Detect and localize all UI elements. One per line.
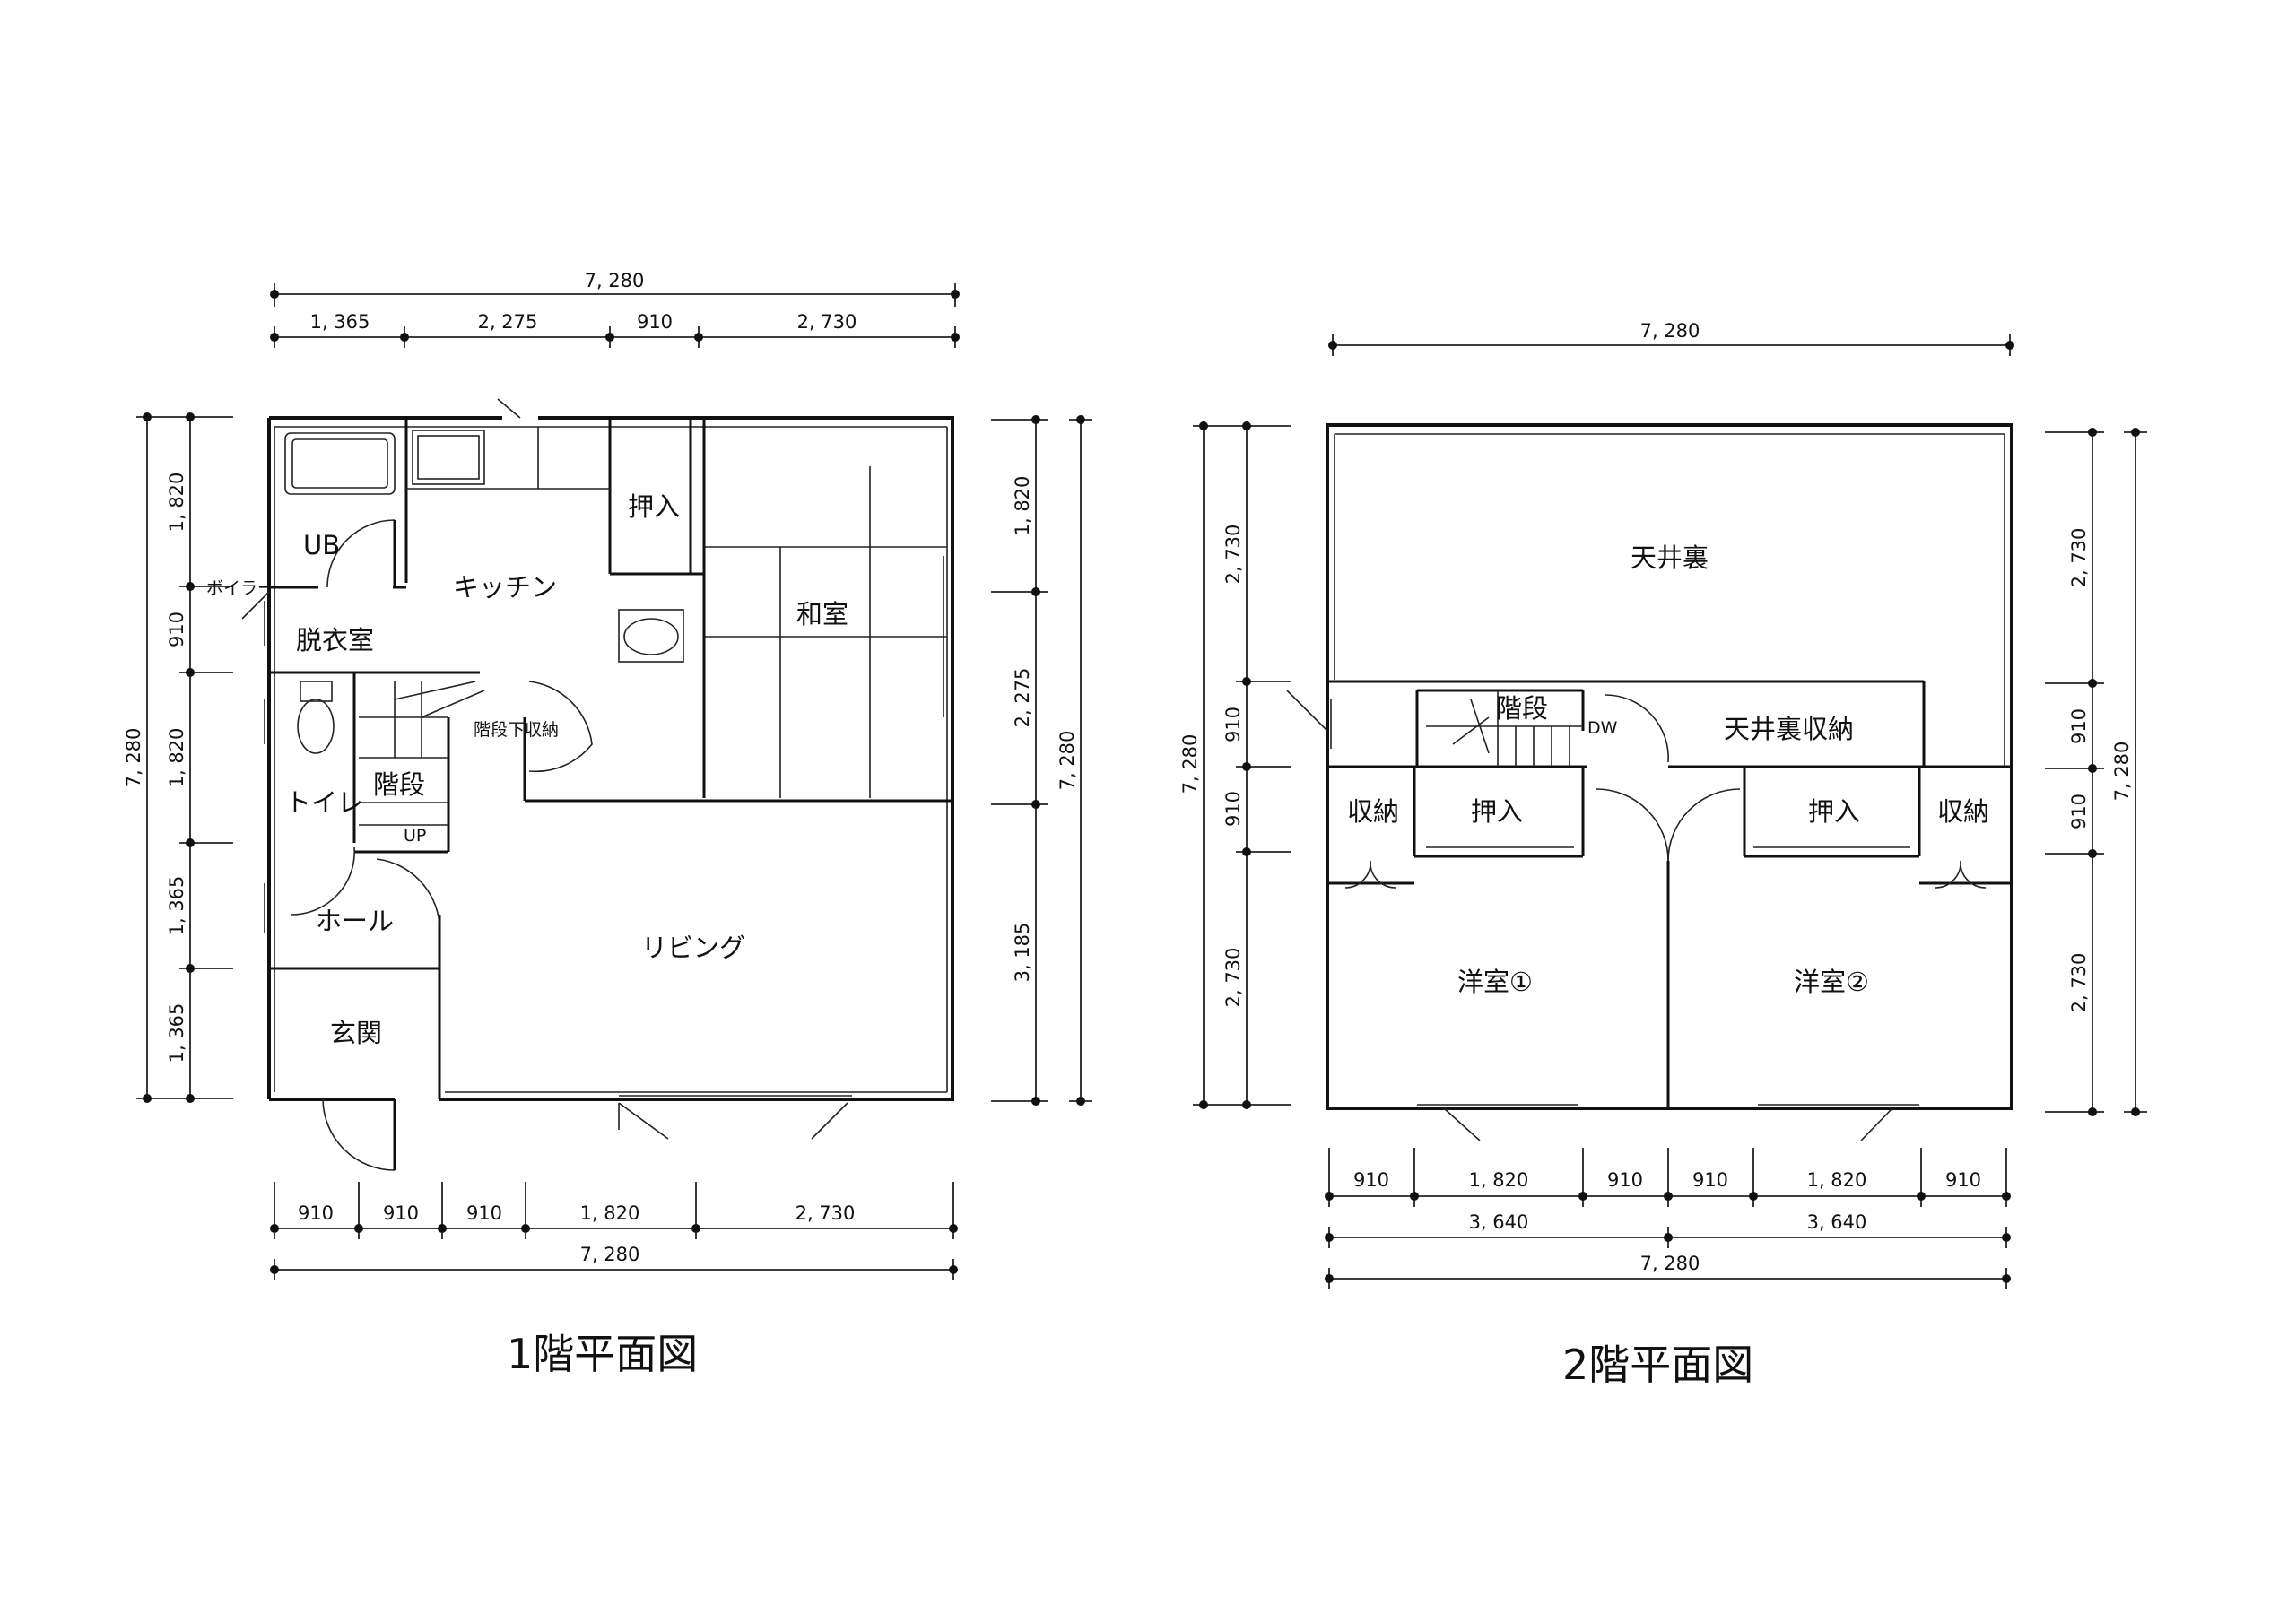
plan2-dim-bottom-1: 910 [1353, 1169, 1389, 1191]
plan1-room-labels: UB ボイラー 脱衣室 キッチン 押入 和室 トイレ 階段 階段下収納 UP ホ… [206, 491, 848, 1048]
plan1-bottom-dimensions: 910 910 910 1, 820 2, 730 7, 280 [270, 1182, 958, 1280]
label-tenjoura-shuno: 天井裏収納 [1724, 714, 1854, 744]
label-ub: UB [303, 530, 340, 560]
label-hall: ホール [316, 906, 394, 936]
plan2-dim-top-total: 7, 280 [1640, 320, 1700, 342]
plan2-fixtures [1286, 690, 1987, 1141]
plan1-left-dimensions: 7, 280 1, 820 910 1, 820 1, 365 1, 365 [123, 412, 233, 1103]
plan1-dim-top-total: 7, 280 [585, 270, 645, 291]
plan1-dim-right-3: 3, 185 [1012, 923, 1033, 983]
plan2-dim-left-4: 2, 730 [1222, 948, 1244, 1008]
plan1-floor-plan: 7, 280 1, 365 2, 275 910 2, 730 7, 280 [123, 270, 1092, 1378]
plan1-dim-left-5: 1, 365 [166, 1003, 187, 1063]
plan2-dim-right-total: 7, 280 [2111, 742, 2133, 802]
plan2-dim-left-1: 2, 730 [1222, 525, 1244, 585]
plan2-dim-mid-2: 3, 640 [1807, 1211, 1867, 1233]
tatami-lines [704, 466, 947, 798]
label-washitsu: 和室 [796, 599, 848, 629]
bathtub [284, 432, 396, 495]
label-shuno-left: 収納 [1347, 796, 1399, 827]
plan2-dim-mid-1: 3, 640 [1469, 1211, 1529, 1233]
plan2-room-labels: 天井裏 階段 DW 天井裏収納 収納 押入 押入 収納 洋室① 洋室② [1347, 542, 1989, 997]
label-dw: DW [1587, 718, 1618, 738]
plan2-dim-bottom-3: 910 [1607, 1169, 1643, 1191]
plan2-left-dimensions: 7, 280 2, 730 910 910 2, 730 [1179, 421, 1292, 1109]
plan2-walls [1326, 423, 2013, 1110]
plan1-dim-top-1: 1, 365 [310, 311, 370, 333]
plan2-dim-right-4: 2, 730 [2068, 953, 2090, 1013]
plan2-dim-bottom-5: 1, 820 [1807, 1169, 1867, 1191]
plan2-dim-right-2: 910 [2068, 708, 2090, 744]
plan1-title: 1階平面図 [507, 1330, 698, 1378]
plan2-dim-left-total: 7, 280 [1179, 734, 1201, 794]
plan2-floor-plan: 7, 280 7, 280 2, 730 910 910 2, 730 [1179, 320, 2147, 1389]
label-datsui: 脱衣室 [296, 625, 374, 655]
plan1-dim-left-4: 1, 365 [166, 876, 187, 936]
plan2-top-dimensions: 7, 280 [1328, 320, 2014, 356]
label-living: リビング [641, 933, 745, 963]
label-shuno-right: 収納 [1937, 796, 1989, 827]
toilet-bowl [297, 699, 335, 754]
plan1-top-dimensions: 7, 280 1, 365 2, 275 910 2, 730 [270, 270, 960, 348]
plan2-bottom-dimensions: 910 1, 820 910 910 1, 820 910 3, 640 3, … [1325, 1148, 2011, 1289]
plan1-stairs [359, 681, 485, 826]
label-yoshitsu-1: 洋室① [1457, 967, 1533, 997]
label-toilet: トイレ [285, 787, 363, 818]
plan1-dim-left-3: 1, 820 [166, 728, 187, 788]
plan2-dim-left-2: 910 [1222, 707, 1244, 742]
plan2-title: 2階平面図 [1562, 1341, 1753, 1389]
plan2-dim-bottom-4: 910 [1692, 1169, 1728, 1191]
label-tenjoura: 天井裏 [1631, 542, 1709, 573]
plan1-dim-bottom-3: 910 [466, 1202, 502, 1224]
plan1-dim-left-total: 7, 280 [123, 728, 144, 788]
plan1-dim-top-3: 910 [637, 311, 673, 333]
label-yoshitsu-2: 洋室② [1794, 967, 1869, 997]
plan1-dim-right-2: 2, 275 [1012, 668, 1033, 728]
plan2-dim-right-3: 910 [2068, 794, 2090, 829]
plan1-dim-right-1: 1, 820 [1012, 476, 1033, 536]
label-genkan: 玄関 [330, 1018, 382, 1048]
plan2-dim-bottom-6: 910 [1945, 1169, 1981, 1191]
plan2-dim-bottom-total: 7, 280 [1640, 1253, 1700, 1274]
plan1-dim-bottom-total: 7, 280 [580, 1244, 640, 1265]
label-up: UP [404, 826, 426, 846]
label-kaidan-shita: 階段下収納 [474, 720, 559, 740]
washbasin [623, 618, 679, 655]
plan1-fixtures [241, 398, 947, 1171]
label-kaidan-2f: 階段 [1496, 693, 1548, 724]
plan2-stairs [1426, 690, 1583, 767]
plan1-dim-right-total: 7, 280 [1057, 731, 1078, 791]
label-kitchen: キッチン [453, 572, 557, 603]
plan1-dim-bottom-1: 910 [298, 1202, 334, 1224]
plan1-dim-bottom-2: 910 [383, 1202, 419, 1224]
plan2-dim-bottom-2: 1, 820 [1469, 1169, 1529, 1191]
kitchen-sink [412, 430, 485, 485]
label-oshiire-left: 押入 [1471, 796, 1523, 827]
plan1-walls [267, 416, 954, 1101]
plan1-dim-bottom-5: 2, 730 [796, 1202, 856, 1224]
plan2-right-dimensions: 2, 730 910 910 2, 730 7, 280 [2045, 428, 2147, 1116]
plan2-dim-left-3: 910 [1222, 791, 1244, 827]
plan1-dim-top-4: 2, 730 [797, 311, 857, 333]
plan1-right-dimensions: 1, 820 2, 275 3, 185 7, 280 [991, 415, 1092, 1106]
plan1-dim-bottom-4: 1, 820 [580, 1202, 640, 1224]
label-kaidan-1f: 階段 [373, 769, 425, 800]
plan1-dim-left-1: 1, 820 [166, 473, 187, 533]
plan2-dim-right-1: 2, 730 [2068, 528, 2090, 588]
plan1-dim-left-2: 910 [166, 612, 187, 647]
label-boiler: ボイラー [206, 578, 274, 598]
label-oshiire-right: 押入 [1808, 796, 1860, 827]
plan1-dim-top-2: 2, 275 [478, 311, 538, 333]
label-oshiire-1f: 押入 [628, 491, 680, 522]
